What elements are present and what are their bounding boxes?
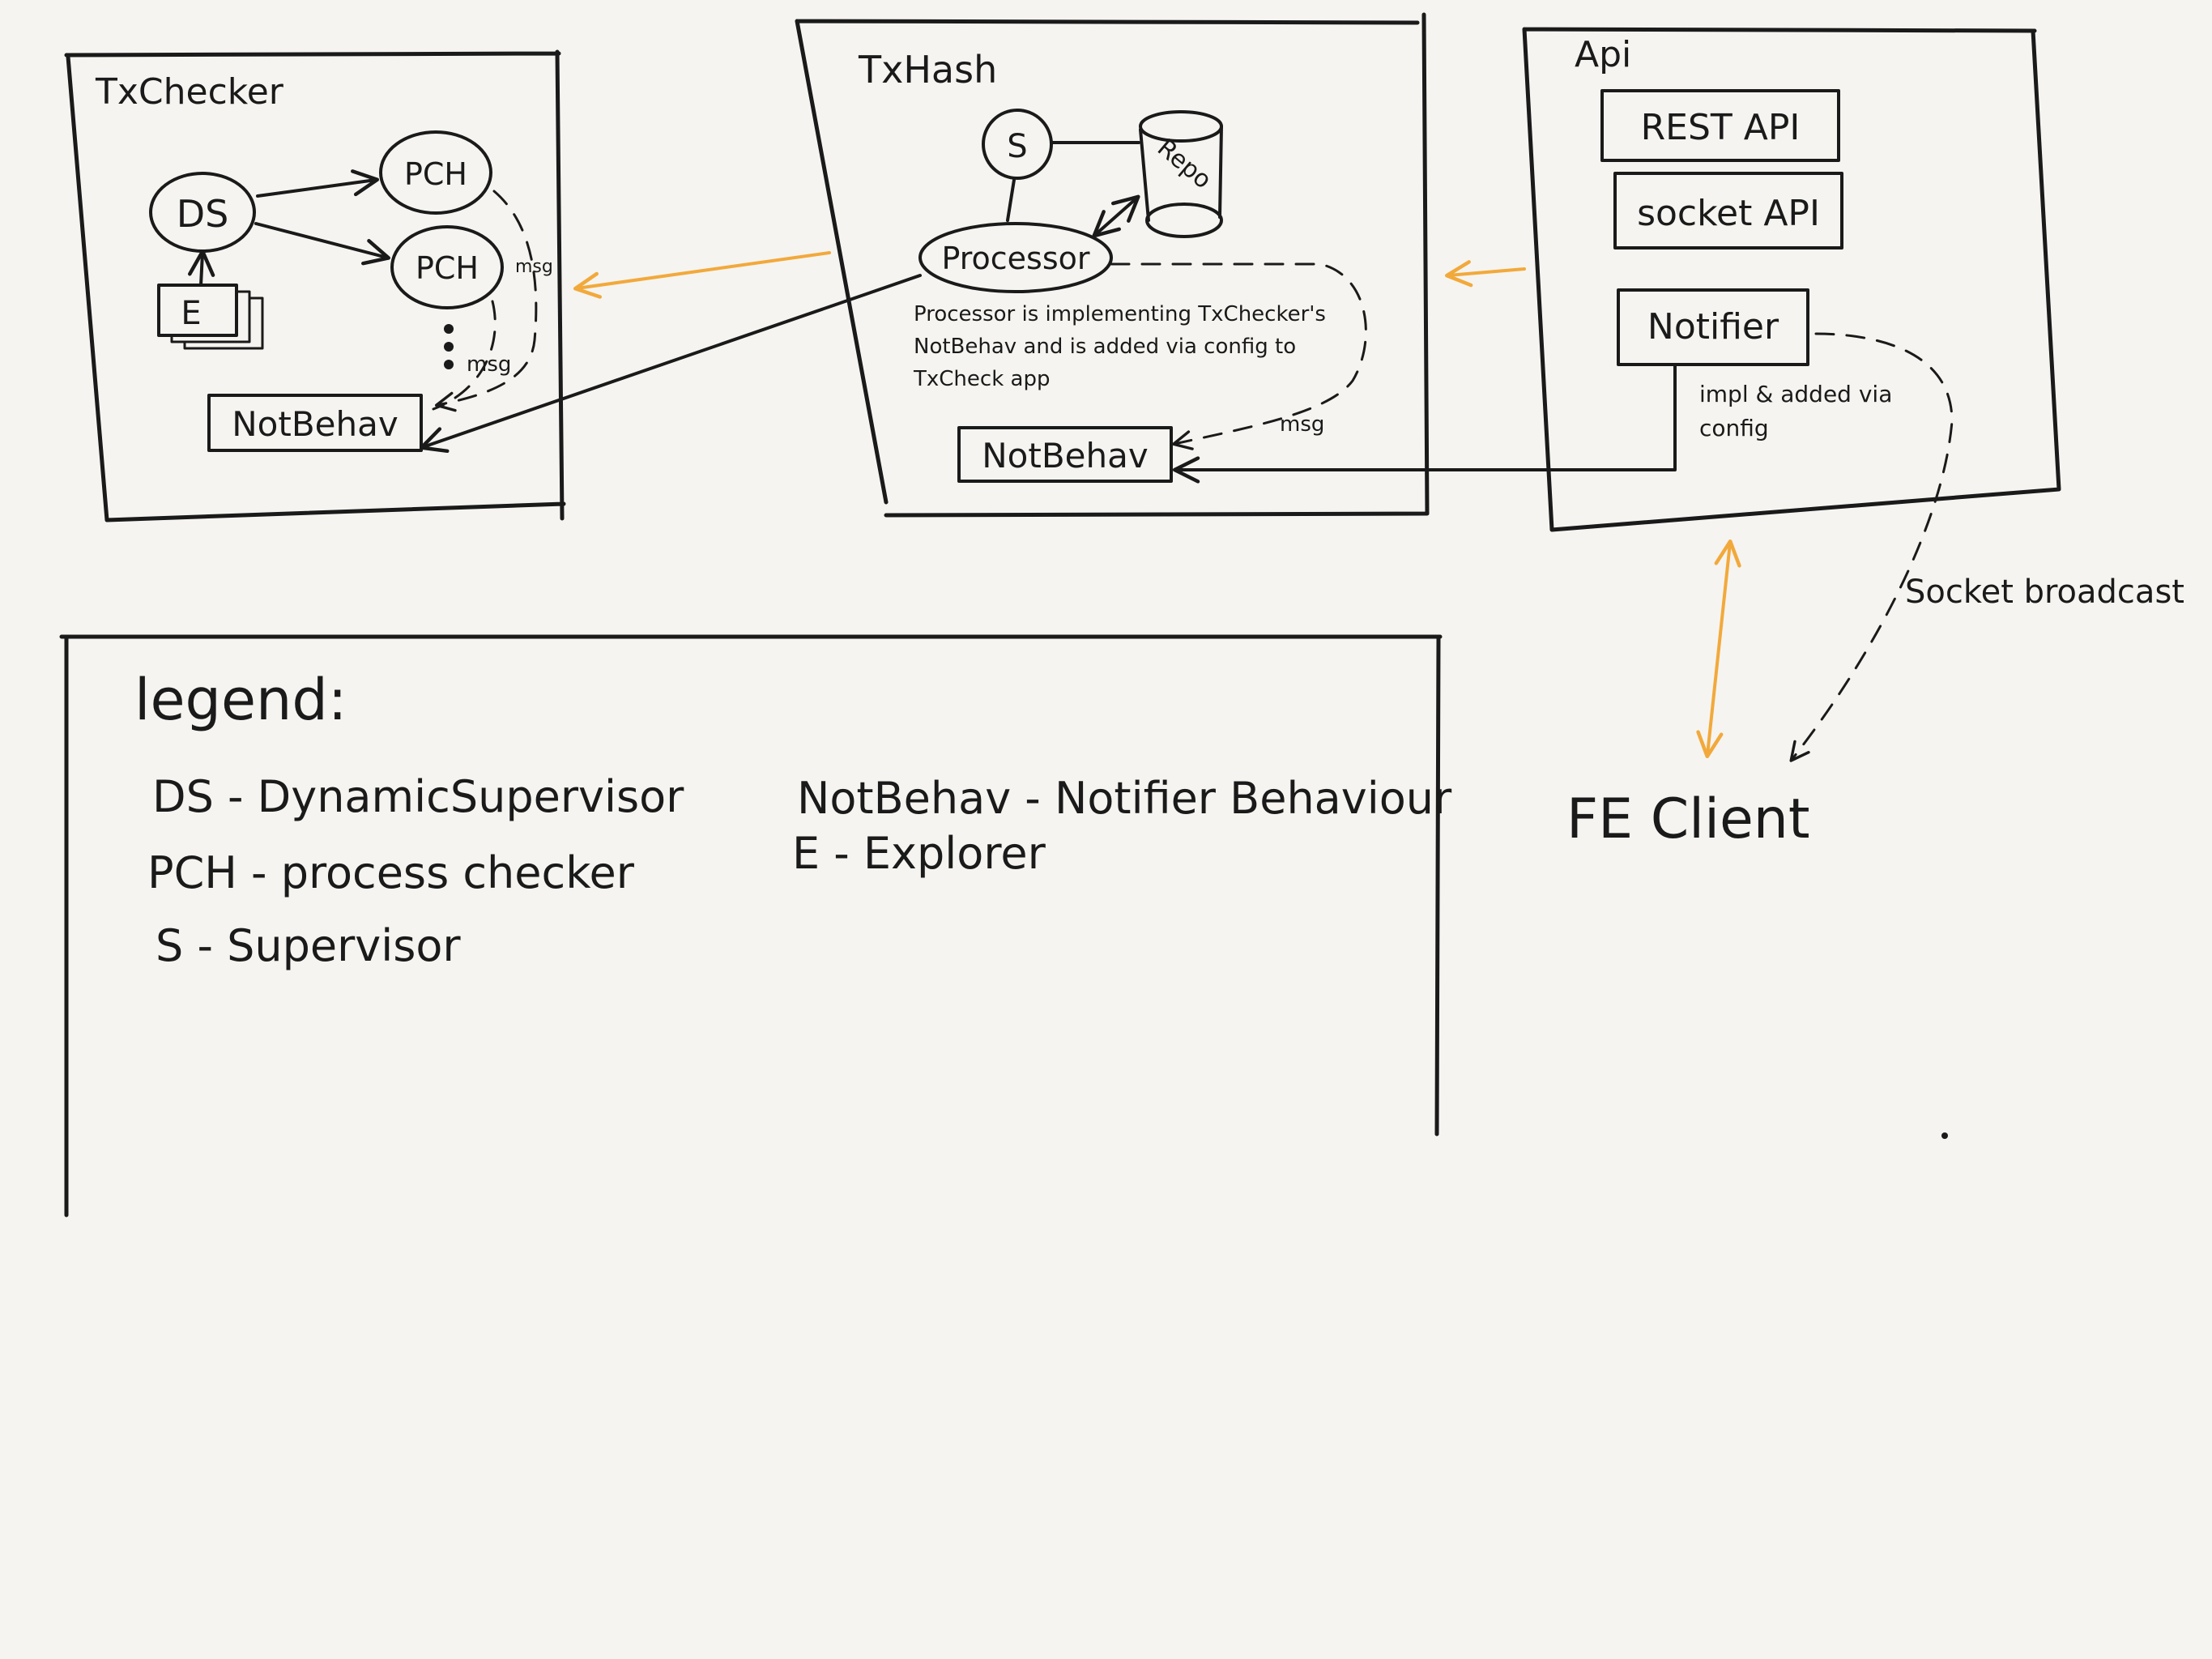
repo-label: Repo bbox=[1152, 134, 1217, 194]
socket-api-label: socket API bbox=[1637, 193, 1820, 234]
more-pch-dot-1 bbox=[444, 324, 454, 334]
arrow-ds-to-pch-2 bbox=[254, 222, 390, 266]
rest-api-label: REST API bbox=[1641, 107, 1801, 148]
notifier-note-line-1: impl & added via bbox=[1699, 381, 1892, 407]
socket-broadcast-label: Socket broadcast bbox=[1905, 574, 2184, 611]
legend-border bbox=[59, 634, 1443, 1218]
supervisor-node bbox=[982, 109, 1053, 180]
repo-cylinder: Repo bbox=[1139, 110, 1223, 238]
notifier-note-line-2: config bbox=[1699, 415, 1769, 441]
api-title: Api bbox=[1575, 34, 1631, 75]
rest-api-box bbox=[1600, 89, 1840, 162]
more-pch-dot-2 bbox=[444, 342, 454, 352]
repo-sides bbox=[1139, 125, 1223, 222]
processor-node bbox=[918, 222, 1113, 293]
explorer-stack: E bbox=[157, 284, 264, 350]
legend-s: S - Supervisor bbox=[156, 920, 461, 971]
pch-node-2 bbox=[390, 225, 504, 309]
txchecker-panel: TxChecker DS PCH PCH E msg msg bbox=[64, 49, 566, 522]
txhash-border bbox=[795, 12, 1430, 518]
txchecker-notbehav-label: NotBehav bbox=[232, 404, 398, 444]
txchecker-notbehav-box bbox=[207, 394, 423, 452]
api-panel: Api REST API socket API Notifier impl & … bbox=[1522, 27, 2061, 532]
processor-note-line-2: NotBehav and is added via config to bbox=[914, 335, 1296, 359]
txhash-panel: TxHash S Repo Processor Processor is imp… bbox=[795, 12, 1430, 518]
txhash-msg-label: msg bbox=[1280, 412, 1324, 437]
more-pch-dot-3 bbox=[444, 360, 454, 369]
processor-label: Processor bbox=[941, 241, 1089, 276]
legend-pch: PCH - process checker bbox=[147, 847, 635, 898]
txhash-title: TxHash bbox=[858, 48, 997, 92]
arrow-processor-repo bbox=[1092, 194, 1140, 238]
supervisor-label: S bbox=[1007, 128, 1027, 165]
arrow-notifier-to-txhash-notbehav bbox=[1172, 365, 1677, 484]
msg-line-pch-2 bbox=[432, 300, 497, 411]
msg-label-2: msg bbox=[467, 352, 511, 377]
pch-label-2: PCH bbox=[416, 250, 479, 286]
arrow-ds-to-pch-1 bbox=[256, 169, 380, 198]
orange-arrow-api-fe-client bbox=[1696, 539, 1741, 759]
ds-label: DS bbox=[177, 192, 229, 236]
repo-bottom bbox=[1145, 203, 1223, 238]
orange-arrow-api-to-txhash bbox=[1444, 260, 1526, 288]
explorer-label: E bbox=[181, 295, 201, 332]
link-supervisor-processor bbox=[1006, 178, 1016, 222]
txhash-notbehav-box bbox=[957, 426, 1173, 483]
arrow-processor-to-txchecker-notbehav bbox=[420, 274, 922, 454]
legend-ds: DS - DynamicSupervisor bbox=[152, 771, 684, 822]
fe-client-label: FE Client bbox=[1566, 787, 1810, 851]
txhash-notbehav-label: NotBehav bbox=[982, 436, 1148, 476]
explorer-card bbox=[157, 284, 238, 337]
repo-top bbox=[1139, 110, 1223, 143]
stray-ink-dot bbox=[1941, 1132, 1948, 1139]
legend-e: E - Explorer bbox=[792, 828, 1046, 879]
legend-title: legend: bbox=[134, 667, 347, 733]
txchecker-title: TxChecker bbox=[95, 71, 284, 113]
notifier-label: Notifier bbox=[1647, 306, 1779, 348]
msg-line-pch-1 bbox=[434, 190, 538, 412]
socket-broadcast-line bbox=[1789, 332, 1954, 762]
notifier-box bbox=[1617, 288, 1809, 366]
orange-arrow-txhash-to-txchecker bbox=[573, 251, 831, 299]
pch-node-1 bbox=[379, 130, 492, 215]
legend-panel: legend: DS - DynamicSupervisor PCH - pro… bbox=[59, 634, 1452, 1218]
api-border bbox=[1522, 27, 2061, 532]
processor-note-line-3: TxCheck app bbox=[913, 367, 1050, 391]
processor-note-line-1: Processor is implementing TxChecker's bbox=[914, 302, 1326, 326]
arrow-explorer-to-ds bbox=[188, 249, 215, 287]
msg-line-processor bbox=[1110, 262, 1367, 450]
msg-label-1: msg bbox=[515, 257, 553, 277]
pch-label-1: PCH bbox=[404, 156, 467, 192]
socket-api-box bbox=[1613, 172, 1843, 249]
txchecker-border bbox=[64, 49, 566, 522]
legend-notbehav: NotBehav - Notifier Behaviour bbox=[797, 773, 1452, 824]
